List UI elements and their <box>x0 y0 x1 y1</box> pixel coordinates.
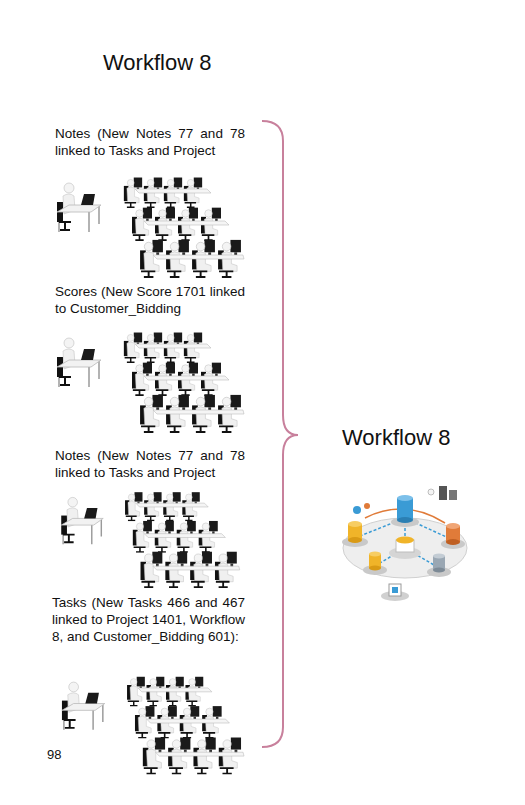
office-illustration <box>57 178 244 278</box>
note-text: Notes (New Notes 77 and 78 linked to Tas… <box>55 125 245 159</box>
page-title: Workflow 8 <box>103 50 211 76</box>
office-illustration <box>61 492 240 587</box>
office-illustration <box>62 677 244 774</box>
note-text: Notes (New Notes 77 and 78 linked to Tas… <box>55 447 245 481</box>
note-text: Scores (New Score 1701 linked to Custome… <box>55 283 245 317</box>
curly-bracket <box>262 121 298 747</box>
office-illustration <box>57 333 244 433</box>
page-number: 98 <box>47 747 61 763</box>
network-illustration <box>342 486 467 601</box>
workflow-label: Workflow 8 <box>342 425 450 451</box>
note-text: Tasks (New Tasks 466 and 467 linked to P… <box>52 594 245 645</box>
